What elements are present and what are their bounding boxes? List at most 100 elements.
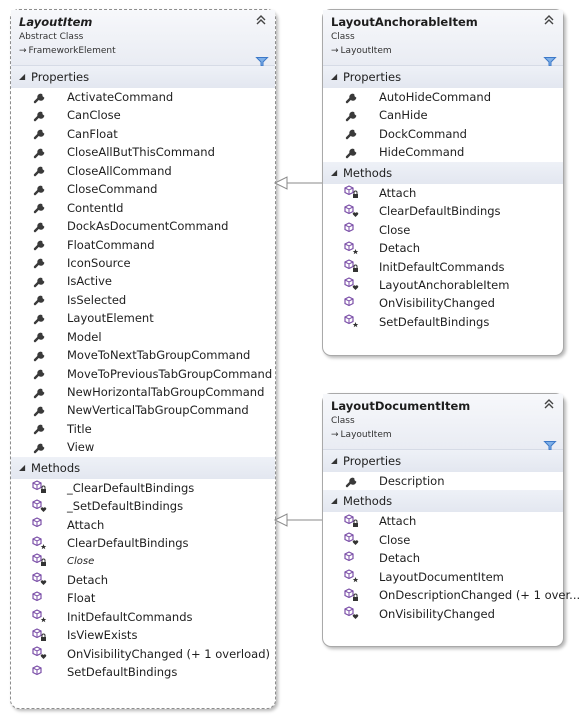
methods-section-header[interactable]: ◢Methods <box>323 161 563 184</box>
filter-funnel-icon[interactable] <box>543 436 557 452</box>
property-name: AutoHideCommand <box>379 90 492 104</box>
collapse-triangle-icon: ◢ <box>331 167 338 177</box>
method-item-detach[interactable]: Detach <box>323 239 563 257</box>
section-label: Methods <box>31 460 81 475</box>
method-item-attach[interactable]: Attach <box>11 516 275 534</box>
filter-funnel-icon[interactable] <box>255 52 269 68</box>
method-item-cleardefaultbindings[interactable]: ClearDefaultBindings <box>323 202 563 220</box>
method-item-initdefaultcommands[interactable]: InitDefaultCommands <box>323 258 563 276</box>
method-cube-icon <box>32 646 48 660</box>
property-item-title[interactable]: Title <box>11 420 275 438</box>
method-item-onvisibilitychanged[interactable]: OnVisibilityChanged <box>323 605 563 623</box>
method-item-setdefaultbindings[interactable]: SetDefaultBindings <box>11 663 275 681</box>
double-chevron-up-icon[interactable] <box>543 398 555 410</box>
property-name: CanFloat <box>67 126 118 141</box>
property-item-dockasdocumentcommand[interactable]: DockAsDocumentCommand <box>11 217 275 235</box>
method-item-detach[interactable]: Detach <box>11 571 275 589</box>
double-chevron-up-icon[interactable] <box>543 14 555 26</box>
method-item-setdefaultbindings[interactable]: _SetDefaultBindings <box>11 497 275 515</box>
method-cube-icon <box>344 185 360 199</box>
property-name: HideCommand <box>379 145 465 160</box>
method-item-setdefaultbindings[interactable]: SetDefaultBindings <box>323 313 563 331</box>
wrench-icon <box>32 440 48 454</box>
class-box-layout-document-item[interactable]: LayoutDocumentItem Class →LayoutItem ◢Pr… <box>322 393 580 647</box>
method-name: Detach <box>67 572 109 587</box>
property-item-isselected[interactable]: IsSelected <box>11 291 275 309</box>
method-cube-icon <box>344 588 360 602</box>
method-item-close[interactable]: Close <box>323 221 563 239</box>
wrench-icon <box>32 255 48 269</box>
wrench-icon <box>32 403 48 417</box>
property-item-view[interactable]: View <box>11 438 275 456</box>
method-name: InitDefaultCommands <box>67 609 193 624</box>
class-box-layout-anchorable-item[interactable]: LayoutAnchorableItem Class →LayoutItem ◢… <box>322 9 564 356</box>
properties-section-header[interactable]: ◢Properties <box>323 66 563 88</box>
method-item-close[interactable]: Close <box>323 531 563 549</box>
property-item-layoutelement[interactable]: LayoutElement <box>11 309 275 327</box>
properties-section-header[interactable]: ◢Properties <box>323 450 563 472</box>
methods-section-header[interactable]: ◢Methods <box>11 456 275 479</box>
property-name: ContentId <box>67 200 124 215</box>
wrench-icon <box>32 90 48 104</box>
methods-list: _ClearDefaultBindings_SetDefaultBindings… <box>11 479 275 682</box>
wrench-icon <box>32 200 48 214</box>
method-item-float[interactable]: Float <box>11 589 275 607</box>
method-item-initdefaultcommands[interactable]: InitDefaultCommands <box>11 608 275 626</box>
method-name: SetDefaultBindings <box>379 314 490 329</box>
method-item-layoutanchorableitem[interactable]: LayoutAnchorableItem <box>323 276 563 294</box>
method-cube-icon <box>32 591 48 605</box>
property-item-canclose[interactable]: CanClose <box>11 106 275 124</box>
property-item-closeallcommand[interactable]: CloseAllCommand <box>11 162 275 180</box>
property-name: LayoutElement <box>67 311 154 326</box>
wrench-icon <box>32 219 48 233</box>
property-item-movetoprevioustabgroupcommand[interactable]: MoveToPreviousTabGroupCommand <box>11 365 275 383</box>
method-item-detach[interactable]: Detach <box>323 549 563 567</box>
property-item-floatcommand[interactable]: FloatCommand <box>11 236 275 254</box>
properties-section-header[interactable]: ◢Properties <box>11 66 275 88</box>
double-chevron-up-icon[interactable] <box>255 14 267 26</box>
method-name: ClearDefaultBindings <box>67 536 189 551</box>
property-name: IsSelected <box>67 292 127 307</box>
property-item-iconsource[interactable]: IconSource <box>11 254 275 272</box>
wrench-icon <box>32 385 48 399</box>
property-item-contentid[interactable]: ContentId <box>11 199 275 217</box>
method-item-onvisibilitychanged[interactable]: OnVisibilityChanged <box>323 294 563 312</box>
method-item-isviewexists[interactable]: IsViewExists <box>11 626 275 644</box>
property-item-model[interactable]: Model <box>11 328 275 346</box>
method-item-ondescriptionchanged-1-over[interactable]: OnDescriptionChanged (+ 1 over... <box>323 586 580 604</box>
property-item-autohidecommand[interactable]: AutoHideCommand <box>323 88 563 106</box>
property-item-activatecommand[interactable]: ActivateCommand <box>11 88 275 106</box>
filter-funnel-icon[interactable] <box>543 52 557 68</box>
method-cube-icon <box>32 628 48 642</box>
method-name: Float <box>67 591 96 606</box>
property-item-description[interactable]: Description <box>323 472 563 490</box>
method-cube-icon <box>344 532 360 546</box>
property-item-newhorizontaltabgroupcommand[interactable]: NewHorizontalTabGroupCommand <box>11 383 275 401</box>
method-item-close[interactable]: Close <box>11 552 275 571</box>
section-label: Properties <box>343 454 402 468</box>
method-item-onvisibilitychanged-1-overload[interactable]: OnVisibilityChanged (+ 1 overload) <box>11 645 275 663</box>
property-item-isactive[interactable]: IsActive <box>11 272 275 290</box>
property-name: IsActive <box>67 274 112 289</box>
property-item-closeallbutthiscommand[interactable]: CloseAllButThisCommand <box>11 143 275 161</box>
method-item-attach[interactable]: Attach <box>323 512 563 530</box>
class-box-layout-item[interactable]: LayoutItem Abstract Class →FrameworkElem… <box>10 9 276 709</box>
property-item-canhide[interactable]: CanHide <box>323 106 563 124</box>
methods-section-header[interactable]: ◢Methods <box>323 490 563 513</box>
method-item-cleardefaultbindings[interactable]: ClearDefaultBindings <box>11 534 275 552</box>
method-item-cleardefaultbindings[interactable]: _ClearDefaultBindings <box>11 479 275 497</box>
property-item-canfloat[interactable]: CanFloat <box>11 125 275 143</box>
wrench-icon <box>32 274 48 288</box>
inheritance-arrow-anchorable <box>273 176 322 190</box>
property-item-movetonexttabgroupcommand[interactable]: MoveToNextTabGroupCommand <box>11 346 275 364</box>
property-item-closecommand[interactable]: CloseCommand <box>11 180 275 198</box>
method-item-attach[interactable]: Attach <box>323 184 563 202</box>
method-item-layoutdocumentitem[interactable]: LayoutDocumentItem <box>323 568 563 586</box>
property-item-hidecommand[interactable]: HideCommand <box>323 143 563 161</box>
method-cube-icon <box>32 480 48 494</box>
property-name: ActivateCommand <box>67 90 174 104</box>
property-item-newverticaltabgroupcommand[interactable]: NewVerticalTabGroupCommand <box>11 401 275 419</box>
property-item-dockcommand[interactable]: DockCommand <box>323 125 563 143</box>
